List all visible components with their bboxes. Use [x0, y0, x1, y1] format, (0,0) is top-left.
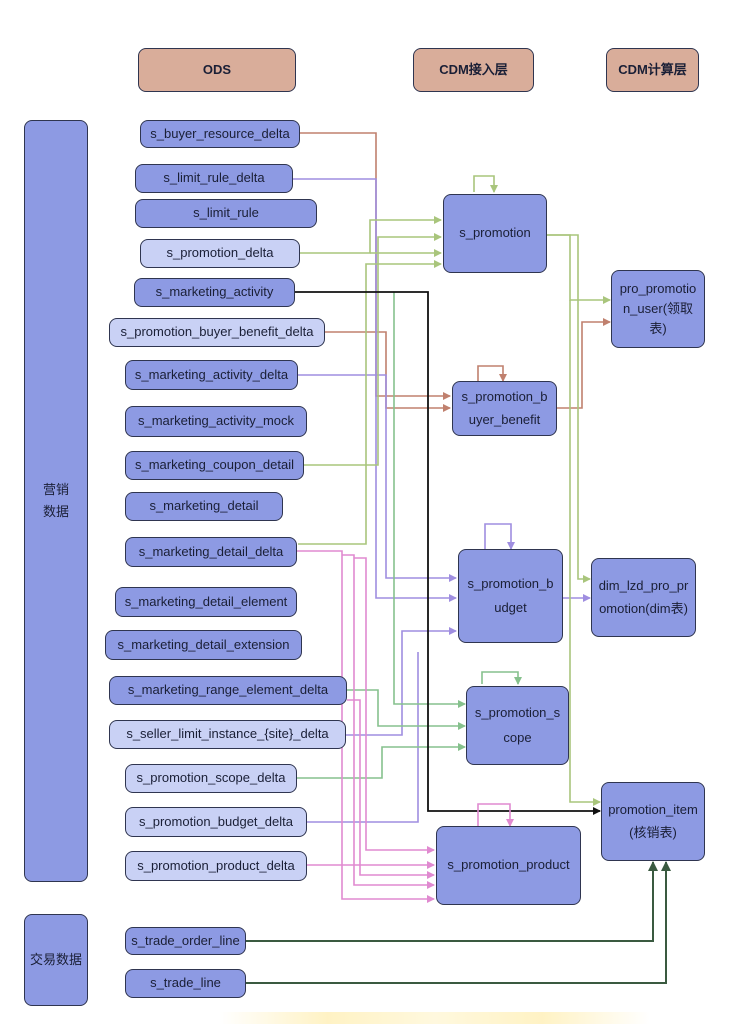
cdm-dim-promotion: dim_lzd_pro_pr omotion(dim表) — [591, 558, 696, 637]
dim-promotion-line-2: omotion(dim表) — [599, 600, 688, 616]
source-marketing-activity-mock: s_marketing_activity_mock — [125, 406, 307, 437]
edge-buyer-benefit-delta — [325, 331, 451, 412]
source-promotion-buyer-benefit-delta: s_promotion_buyer_benefit_delta — [109, 318, 325, 347]
group-marketing-line-2: 数据 — [42, 504, 69, 519]
group-trade: 交易数据 — [24, 914, 88, 1006]
cdm-buyer-benefit-line-1: s_promotion_b — [461, 389, 548, 405]
edge-seller-limit — [346, 627, 457, 736]
edge-benefit-to-user — [557, 318, 611, 409]
group-marketing-line-1: 营销 — [42, 481, 69, 497]
source-marketing-activity: s_marketing_activity — [134, 278, 295, 307]
edge-range-pink — [347, 699, 435, 879]
self-loop-benefit — [477, 365, 507, 382]
edge-promo-to-item — [569, 300, 601, 806]
header-ods: ODS — [138, 48, 296, 92]
group-marketing: 营销 数据 — [24, 120, 88, 882]
source-limit-rule: s_limit_rule — [135, 199, 317, 228]
header-cdm-access: CDM接入层 — [413, 48, 534, 92]
cdm-promotion-budget: s_promotion_b udget — [458, 549, 563, 643]
self-loop-product — [477, 803, 514, 827]
source-marketing-detail-element: s_marketing_detail_element — [115, 587, 297, 617]
cdm-promotion-buyer-benefit: s_promotion_b uyer_benefit — [452, 381, 557, 436]
source-marketing-coupon-detail: s_marketing_coupon_detail — [125, 451, 304, 480]
promotion-item-line-2: (核销表) — [629, 824, 677, 840]
source-promotion-product-delta: s_promotion_product_delta — [125, 851, 307, 881]
cdm-promotion-product: s_promotion_product — [436, 826, 581, 905]
self-loop-promotion — [473, 175, 498, 193]
source-seller-limit-instance-delta: s_seller_limit_instance_{site}_delta — [109, 720, 346, 749]
promotion-item-line-1: promotion_item — [608, 802, 698, 818]
self-loop-budget — [484, 523, 515, 550]
edge-detail-delta-pink3 — [354, 557, 435, 854]
edge-limit-rule-delta — [293, 178, 457, 602]
cdm-promotion: s_promotion — [443, 194, 547, 273]
source-marketing-range-element-delta: s_marketing_range_element_delta — [109, 676, 347, 705]
edge-activity-delta — [298, 374, 457, 582]
source-promotion-budget-delta: s_promotion_budget_delta — [125, 807, 307, 837]
edge-promo-to-user — [547, 234, 611, 304]
edge-buyer-resource — [300, 132, 451, 400]
edge-range-element — [347, 689, 466, 730]
header-cdm-compute: CDM计算层 — [606, 48, 699, 92]
source-marketing-activity-delta: s_marketing_activity_delta — [125, 360, 298, 390]
source-buyer-resource-delta: s_buyer_resource_delta — [140, 120, 300, 148]
source-promotion-scope-delta: s_promotion_scope_delta — [125, 764, 297, 793]
edge-promotion-delta — [300, 216, 442, 254]
edge-activity-to-scope — [393, 292, 466, 708]
source-promotion-delta: s_promotion_delta — [140, 239, 300, 268]
promotion-user-line-3: 表) — [649, 321, 667, 337]
cdm-budget-line-2: udget — [494, 600, 527, 615]
edge-detail-delta-pink2 — [342, 554, 435, 889]
self-loop-scope — [481, 671, 522, 685]
source-marketing-detail: s_marketing_detail — [125, 492, 283, 521]
promotion-user-line-1: pro_promotio — [619, 280, 697, 296]
cdm-promotion-user: pro_promotio n_user(领取 表) — [611, 270, 705, 348]
source-trade-line: s_trade_line — [125, 969, 246, 998]
edge-scope-delta — [297, 743, 466, 779]
cdm-promotion-scope: s_promotion_s cope — [466, 686, 569, 765]
promotion-user-line-2: n_user(领取 — [622, 300, 694, 316]
source-marketing-detail-extension: s_marketing_detail_extension — [105, 630, 302, 660]
cdm-promotion-label: s_promotion — [459, 225, 531, 241]
bottom-highlight — [220, 1012, 650, 1024]
edge-coupon-detail — [304, 233, 442, 466]
dim-promotion-line-1: dim_lzd_pro_pr — [598, 578, 689, 594]
cdm-scope-line-2: cope — [503, 729, 532, 745]
edge-detail-delta — [298, 260, 442, 545]
source-limit-rule-delta: s_limit_rule_delta — [135, 164, 293, 193]
cdm-product-label: s_promotion_product — [447, 857, 570, 873]
cdm-buyer-benefit-line-2: uyer_benefit — [468, 411, 541, 427]
cdm-promotion-item: promotion_item (核销表) — [601, 782, 705, 861]
source-marketing-detail-delta: s_marketing_detail_delta — [125, 537, 297, 567]
cdm-scope-line-1: s_promotion_s — [474, 705, 561, 721]
source-trade-order-line: s_trade_order_line — [125, 927, 246, 955]
cdm-budget-line-1: s_promotion_b — [467, 575, 554, 591]
